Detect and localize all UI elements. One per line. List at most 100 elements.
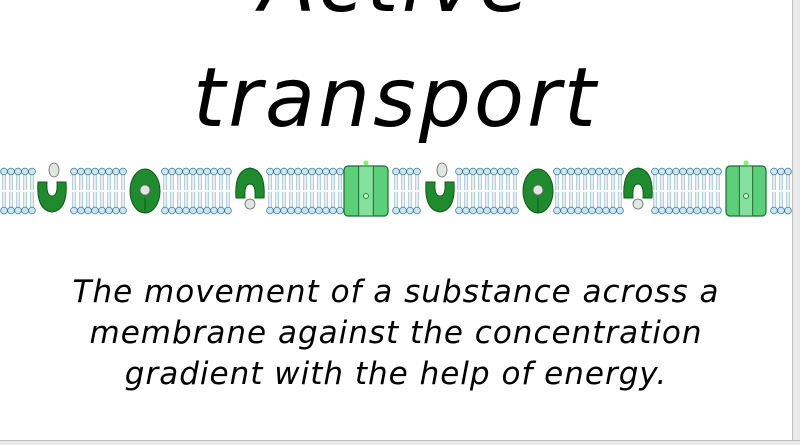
phospholipid-bottom	[217, 191, 225, 215]
title-line-1: Active	[0, 0, 792, 25]
phospholipid-bottom	[504, 191, 512, 215]
phospholipid-bottom	[770, 191, 778, 215]
window-edge-bottom	[0, 440, 800, 445]
phospholipid-bottom	[609, 191, 617, 215]
phospholipid-bottom	[294, 191, 302, 215]
phospholipid-bottom	[476, 191, 484, 215]
phospholipid-bottom	[315, 191, 323, 215]
membrane-illustration	[0, 160, 792, 217]
phospholipid-top	[784, 167, 792, 191]
carrier-open-top-icon	[425, 162, 455, 213]
carrier-open-bottom-icon	[623, 167, 653, 210]
phospholipid-bilayer	[0, 167, 792, 215]
phospholipid-top	[210, 167, 218, 191]
phospholipid-top	[28, 167, 36, 191]
phospholipid-top	[322, 167, 330, 191]
phospholipid-top	[651, 167, 659, 191]
phospholipid-top	[413, 167, 421, 191]
title-line-2: transport	[193, 51, 599, 146]
phospholipid-bottom	[175, 191, 183, 215]
phospholipid-top	[490, 167, 498, 191]
phospholipid-bottom	[280, 191, 288, 215]
definition-text: The movement of a substance across a mem…	[72, 274, 720, 392]
channel-protein-icon	[343, 160, 389, 217]
phospholipid-top	[602, 167, 610, 191]
phospholipid-bottom	[567, 191, 575, 215]
phospholipid-top	[77, 167, 85, 191]
phospholipid-top	[574, 167, 582, 191]
phospholipid-top	[301, 167, 309, 191]
phospholipid-bottom	[406, 191, 414, 215]
phospholipid-bottom	[91, 191, 99, 215]
phospholipid-top	[329, 167, 337, 191]
phospholipid-bottom	[14, 191, 22, 215]
phospholipid-bottom	[490, 191, 498, 215]
phospholipid-bottom	[196, 191, 204, 215]
phospholipid-top	[91, 167, 99, 191]
phospholipid-top	[189, 167, 197, 191]
phospholipid-bottom	[119, 191, 127, 215]
phospholipid-top	[308, 167, 316, 191]
phospholipid-top	[406, 167, 414, 191]
phospholipid-bottom	[308, 191, 316, 215]
carrier-molecule-bound-icon	[522, 168, 554, 214]
phospholipid-bottom	[329, 191, 337, 215]
phospholipid-top	[770, 167, 778, 191]
phospholipid-bottom	[28, 191, 36, 215]
phospholipid-bottom	[105, 191, 113, 215]
phospholipid-bottom	[672, 191, 680, 215]
phospholipid-top	[693, 167, 701, 191]
phospholipid-bottom	[714, 191, 722, 215]
carrier-open-top-icon	[37, 162, 67, 213]
phospholipid-top	[658, 167, 666, 191]
phospholipid-bottom	[161, 191, 169, 215]
phospholipid-top	[665, 167, 673, 191]
phospholipid-bottom	[413, 191, 421, 215]
phospholipid-top	[203, 167, 211, 191]
phospholipid-bottom	[7, 191, 15, 215]
phospholipid-top	[280, 167, 288, 191]
phospholipid-top	[392, 167, 400, 191]
phospholipid-top	[462, 167, 470, 191]
phospholipid-bottom	[665, 191, 673, 215]
phospholipid-bottom	[189, 191, 197, 215]
phospholipid-bottom	[224, 191, 232, 215]
phospholipid-top	[399, 167, 407, 191]
phospholipid-top	[714, 167, 722, 191]
phospholipid-top	[595, 167, 603, 191]
slide: Active transport The movement of a subst…	[0, 0, 792, 392]
phospholipid-bottom	[84, 191, 92, 215]
phospholipid-top	[511, 167, 519, 191]
phospholipid-top	[196, 167, 204, 191]
phospholipid-bottom	[70, 191, 78, 215]
phospholipid-top	[182, 167, 190, 191]
phospholipid-top	[455, 167, 463, 191]
phospholipid-bottom	[112, 191, 120, 215]
phospholipid-top	[98, 167, 106, 191]
phospholipid-top	[616, 167, 624, 191]
phospholipid-top	[7, 167, 15, 191]
phospholipid-bottom	[686, 191, 694, 215]
phospholipid-bottom	[287, 191, 295, 215]
phospholipid-top	[707, 167, 715, 191]
phospholipid-bottom	[707, 191, 715, 215]
phospholipid-bottom	[273, 191, 281, 215]
phospholipid-bottom	[455, 191, 463, 215]
phospholipid-bottom	[511, 191, 519, 215]
phospholipid-bottom	[462, 191, 470, 215]
phospholipid-top	[84, 167, 92, 191]
phospholipid-bottom	[168, 191, 176, 215]
phospholipid-bottom	[98, 191, 106, 215]
phospholipid-top	[224, 167, 232, 191]
phospholipid-bottom	[602, 191, 610, 215]
carrier-molecule-bound-icon	[129, 168, 161, 214]
phospholipid-bottom	[553, 191, 561, 215]
phospholipid-bottom	[595, 191, 603, 215]
phospholipid-bottom	[182, 191, 190, 215]
phospholipid-bottom	[483, 191, 491, 215]
phospholipid-top	[105, 167, 113, 191]
phospholipid-top	[273, 167, 281, 191]
phospholipid-top	[679, 167, 687, 191]
phospholipid-top	[560, 167, 568, 191]
phospholipid-bottom	[497, 191, 505, 215]
